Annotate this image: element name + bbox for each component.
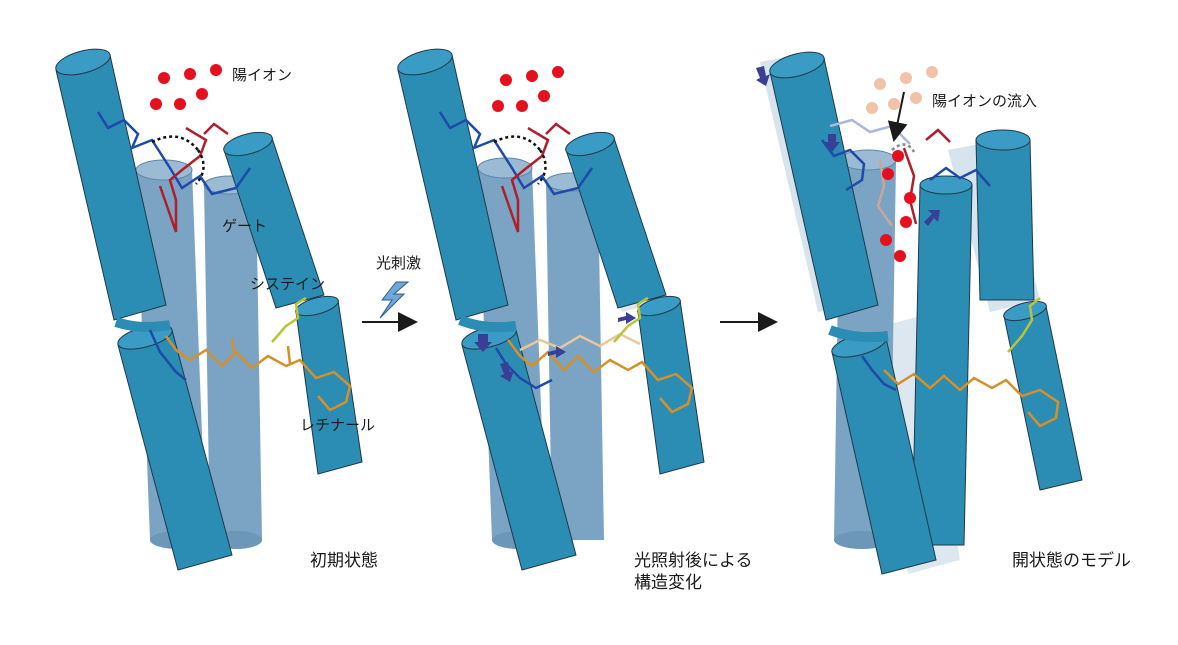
lightning-icon	[379, 281, 410, 319]
gate-residue-red	[925, 128, 951, 143]
cation-dots	[492, 66, 564, 112]
front-helix	[114, 317, 233, 571]
panel-caption-line2: 構造変化	[634, 573, 702, 593]
gate-residue-red	[158, 126, 208, 233]
gate-hbond	[151, 135, 199, 151]
front-helix	[55, 48, 167, 321]
gate-residue-red	[203, 122, 229, 136]
panel-open-state: 陽イオンの流入 開状態のモデル	[756, 51, 1131, 575]
retinal-lysine	[494, 347, 553, 390]
cysteine-residue	[271, 296, 307, 343]
arrow-icon	[924, 210, 940, 226]
front-helix	[769, 51, 879, 321]
motion-arrows	[474, 312, 636, 382]
gate-hbond	[537, 149, 547, 185]
cysteine-label: システイン	[250, 275, 325, 293]
arrow-icon	[824, 134, 840, 152]
cation-dots-faded	[866, 66, 938, 114]
gate-hbond	[891, 143, 916, 153]
panel-caption-line1: 光照射後による	[634, 551, 753, 571]
cysteine-residue	[1007, 297, 1041, 353]
front-helix	[565, 131, 705, 475]
arrow-icon	[500, 362, 514, 382]
gate-residue-blue	[929, 166, 991, 187]
gate-residue-blue	[96, 111, 252, 196]
front-helix	[397, 48, 509, 321]
panel-caption: 開状態のモデル	[1012, 550, 1131, 571]
front-helix	[828, 325, 937, 575]
front-helix	[975, 129, 1083, 491]
panel-caption: 初期状態	[310, 551, 378, 571]
gate-residue-faded	[876, 159, 894, 227]
arrow-icon	[474, 334, 492, 352]
light-label: 光刺激	[376, 254, 421, 272]
arrow-icon	[618, 312, 636, 324]
front-helix	[223, 131, 363, 475]
front-helix	[911, 175, 973, 546]
panel-light-induced: 光照射後による 構造変化	[397, 48, 753, 593]
retinal-label: レチナール	[300, 416, 375, 434]
retinal-chain	[164, 335, 352, 412]
gate-residue-red	[500, 126, 550, 233]
gate-label: ゲート	[222, 217, 267, 235]
gate-residue-blue	[821, 139, 866, 192]
retinal-chain	[883, 369, 1060, 428]
motion-arrows	[756, 66, 940, 226]
retinal-lysine	[148, 329, 187, 381]
light-stimulus: 光刺激	[362, 254, 421, 332]
gate-hbond	[493, 135, 541, 151]
arrow-icon	[548, 346, 566, 358]
panel-initial-state: 陽イオン ゲート システイン レチナール 初期状態	[55, 48, 378, 571]
gate-hbond	[195, 149, 205, 185]
gate-residue-red	[902, 147, 918, 225]
cation-dots	[150, 64, 222, 110]
retinal-chain	[286, 345, 292, 365]
cysteine-residue	[613, 296, 649, 343]
gate-residue-red	[545, 122, 571, 136]
gate-residue-blue	[438, 111, 594, 196]
retinal-lysine	[860, 355, 897, 392]
cation-influx-label: 陽イオンの流入	[932, 92, 1037, 110]
front-helix	[458, 315, 577, 571]
retinal-chain	[230, 337, 236, 353]
retinal-chain	[507, 339, 694, 414]
influx-arrow	[887, 91, 908, 142]
cation-label: 陽イオン	[232, 66, 292, 84]
cation-dots	[880, 150, 916, 262]
arrow-icon	[756, 66, 770, 86]
